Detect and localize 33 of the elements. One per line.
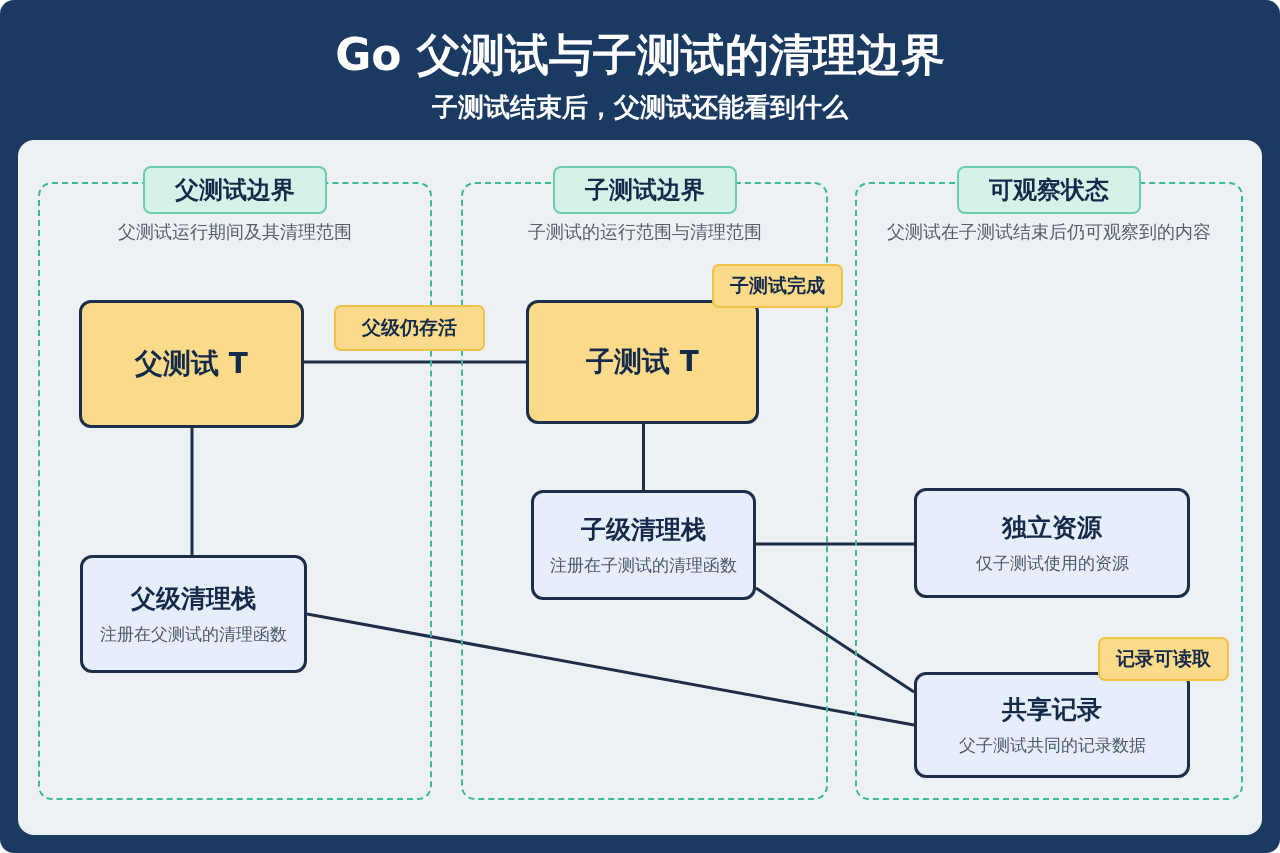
process-box [914,488,1190,598]
box-title: 独立资源 [1002,512,1102,544]
connector-line [190,428,194,555]
box-title: 子级清理栈 [581,514,706,546]
box-description: 注册在子测试的清理函数 [550,554,737,577]
box-title: 父测试 T [135,346,248,382]
process-box [80,555,307,673]
region-title-tab: 父测试边界 [143,166,327,214]
process-box [914,672,1190,778]
region-title-tab: 子测试边界 [552,166,737,214]
region-description: 子测试的运行范围与清理范围 [526,220,763,244]
connector-line [642,424,645,490]
box-description: 父子测试共同的记录数据 [958,734,1146,757]
box-description: 注册在父测试的清理函数 [100,623,287,646]
status-tag: 子测试完成 [712,264,843,308]
box-title: 父级清理栈 [131,583,256,615]
box-description: 仅子测试使用的资源 [975,552,1129,575]
process-box [531,490,756,600]
edge-label: 父级仍存活 [334,305,485,351]
connector-line [306,612,915,727]
box-title: 共享记录 [1002,694,1102,726]
connector-line [756,542,914,546]
test-box [526,300,759,424]
connector-line [304,360,526,364]
title: Go 父测试与子测试的清理边界 [334,28,946,82]
status-tag: 记录可读取 [1098,637,1229,681]
connector-line [755,586,915,694]
subtitle: 子测试结束后，父测试还能看到什么 [431,91,850,124]
test-box [79,300,304,428]
region-description: 父测试运行期间及其清理范围 [117,220,353,244]
region-title-tab: 可观察状态 [957,166,1141,214]
box-title: 子测试 T [586,344,699,380]
region-description: 父测试在子测试结束后仍可观察到的内容 [886,220,1212,244]
